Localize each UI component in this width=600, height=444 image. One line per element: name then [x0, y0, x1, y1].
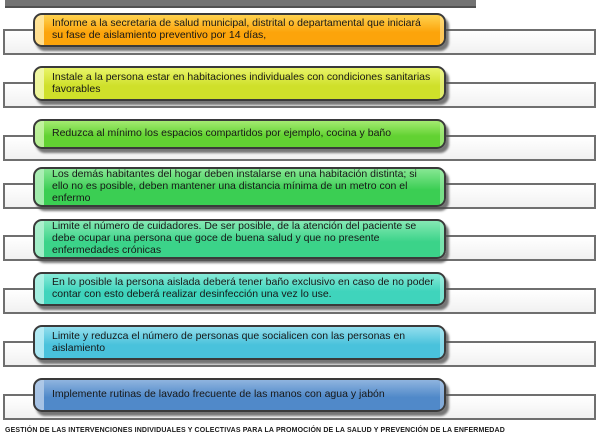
- step-text: Limite y reduzca el número de personas q…: [52, 329, 406, 354]
- step-box: Los demás habitantes del hogar deben ins…: [33, 167, 446, 207]
- left-highlight-stripe: [35, 121, 44, 147]
- right-highlight-stripe: [440, 327, 444, 358]
- left-highlight-stripe: [35, 68, 44, 99]
- footer-caption: GESTIÓN DE LAS INTERVENCIONES INDIVIDUAL…: [5, 427, 505, 434]
- step-text: Reduzca al mínimo los espacios compartid…: [52, 127, 392, 140]
- left-highlight-stripe: [35, 380, 44, 410]
- step-box: Instale a la persona estar en habitacion…: [33, 66, 446, 101]
- step-box: Limite el número de cuidadores. De ser p…: [33, 219, 446, 259]
- step-box: Reduzca al mínimo los espacios compartid…: [33, 119, 446, 149]
- right-highlight-stripe: [440, 169, 444, 205]
- step-text: Instale a la persona estar en habitacion…: [52, 70, 431, 95]
- step-box: Limite y reduzca el número de personas q…: [33, 325, 446, 360]
- step-text: En lo posible la persona aislada deberá …: [52, 276, 434, 300]
- step-text: Informe a la secretaria de salud municip…: [52, 17, 421, 41]
- left-highlight-stripe: [35, 274, 44, 304]
- step-box: Implemente rutinas de lavado frecuente d…: [33, 378, 446, 412]
- right-highlight-stripe: [440, 121, 444, 147]
- right-highlight-stripe: [440, 15, 444, 45]
- left-highlight-stripe: [35, 169, 44, 205]
- right-highlight-stripe: [440, 68, 444, 99]
- right-highlight-stripe: [440, 274, 444, 304]
- step-text: Limite el número de cuidadores. De ser p…: [52, 220, 417, 256]
- right-highlight-stripe: [440, 221, 444, 257]
- right-highlight-stripe: [440, 380, 444, 410]
- step-box: En lo posible la persona aislada deberá …: [33, 272, 446, 306]
- step-text: Implemente rutinas de lavado frecuente d…: [52, 388, 385, 401]
- left-highlight-stripe: [35, 15, 44, 45]
- left-highlight-stripe: [35, 327, 44, 358]
- step-text: Los demás habitantes del hogar deben ins…: [52, 168, 417, 204]
- step-box: Informe a la secretaria de salud municip…: [33, 13, 446, 47]
- left-highlight-stripe: [35, 221, 44, 257]
- cropped-top-bar: [5, 0, 476, 8]
